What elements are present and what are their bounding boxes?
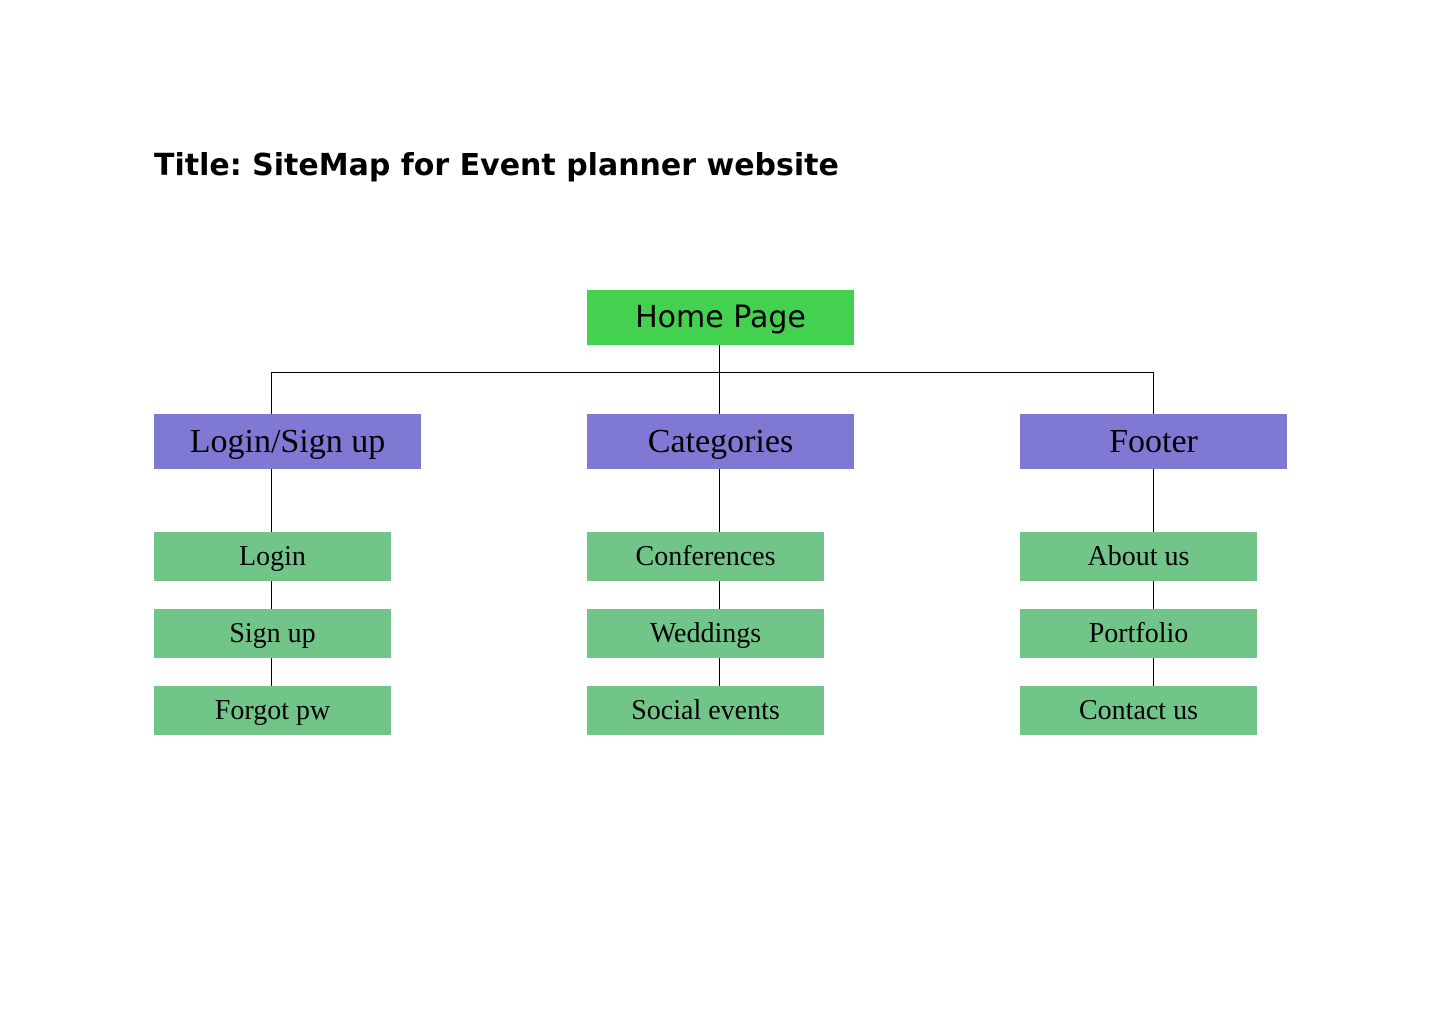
node-login: Login (154, 532, 391, 581)
node-conferences: Conferences (587, 532, 824, 581)
connector-to-login-signup (271, 372, 272, 414)
node-home-page: Home Page (587, 290, 854, 345)
connector-home-down (719, 345, 720, 414)
node-footer: Footer (1020, 414, 1287, 469)
node-login-signup: Login/Sign up (154, 414, 421, 469)
connector-horizontal-bus (271, 372, 1154, 373)
node-portfolio: Portfolio (1020, 609, 1257, 658)
node-social-events: Social events (587, 686, 824, 735)
diagram-title: Title: SiteMap for Event planner website (154, 148, 839, 183)
node-categories: Categories (587, 414, 854, 469)
connector-to-footer (1153, 372, 1154, 414)
node-weddings: Weddings (587, 609, 824, 658)
node-forgot-pw: Forgot pw (154, 686, 391, 735)
node-sign-up: Sign up (154, 609, 391, 658)
node-contact-us: Contact us (1020, 686, 1257, 735)
node-about-us: About us (1020, 532, 1257, 581)
